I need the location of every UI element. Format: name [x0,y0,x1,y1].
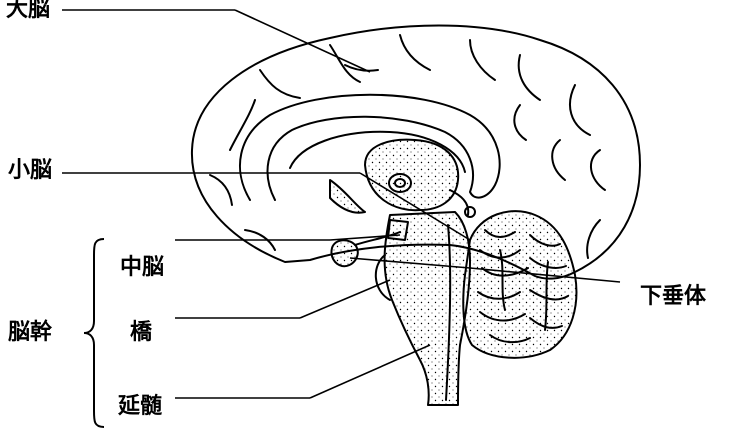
label-midbrain: 中脳 [120,257,164,279]
brainstem-shape [385,212,470,405]
label-pons: 橋 [130,322,152,344]
label-brainstem: 脳幹 [8,322,52,344]
brainstem-brace [80,235,110,431]
label-pituitary: 下垂体 [640,286,706,308]
label-cerebrum: 大脳 [6,0,50,21]
cerebellum-shape [463,211,576,358]
thalamus [365,140,458,211]
label-cerebellum: 小脳 [8,160,52,182]
pituitary-shape [331,240,357,266]
label-medulla: 延髄 [118,396,162,418]
